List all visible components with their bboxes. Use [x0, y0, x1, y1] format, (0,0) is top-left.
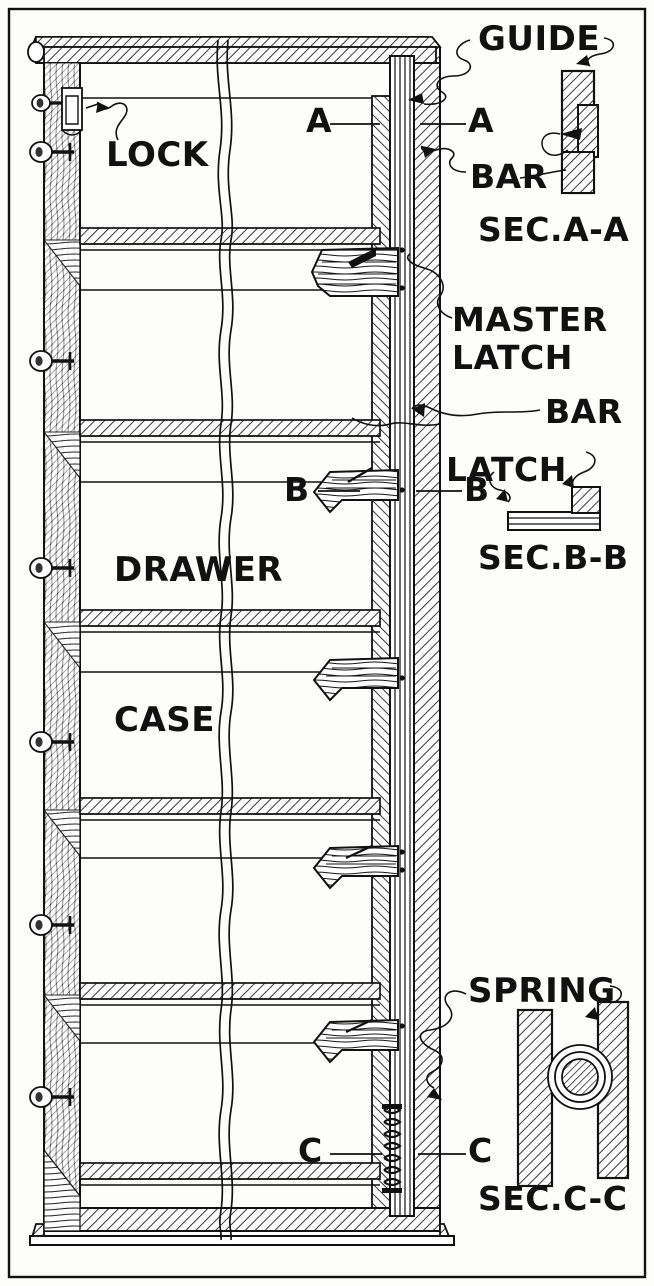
latch-5 — [312, 1018, 405, 1064]
label-lock: LOCK — [106, 135, 209, 175]
knob — [29, 557, 74, 579]
label-b-left: B — [284, 470, 310, 509]
label-sec-cc: SEC.C-C — [478, 1179, 628, 1218]
bar-spring — [382, 1104, 402, 1193]
label-sec-bb: SEC.B-B — [478, 538, 629, 577]
lock-mechanism — [61, 87, 83, 136]
label-c-right: C — [468, 1131, 493, 1170]
detail-sec-bb — [507, 486, 601, 531]
knob — [29, 914, 74, 936]
label-a-left: A — [306, 101, 333, 140]
knob — [29, 1086, 74, 1108]
label-latch-b: LATCH — [446, 450, 567, 489]
detail-sec-cc — [516, 1000, 630, 1188]
latch-4 — [312, 844, 405, 890]
label-latch-top: LATCH — [452, 338, 573, 377]
leader-lines — [85, 37, 623, 1100]
section-lines — [318, 123, 466, 1155]
label-bar-top: BAR — [470, 157, 548, 196]
label-guide: GUIDE — [478, 19, 601, 59]
corner-joint-blocks — [42, 239, 81, 1232]
break-line — [216, 39, 234, 1241]
label-master: MASTER — [452, 300, 608, 339]
knob — [29, 731, 74, 753]
knob — [29, 350, 74, 372]
label-spring: SPRING — [468, 971, 616, 1011]
knob — [29, 141, 74, 163]
spring-coil-section — [547, 1044, 613, 1110]
label-b-right: B — [464, 470, 490, 509]
detail-sec-aa — [519, 69, 599, 195]
plate-border — [7, 7, 647, 1279]
label-a-right: A — [468, 101, 495, 140]
latch-3 — [312, 656, 405, 702]
label-bar-mid: BAR — [545, 392, 623, 431]
label-sec-aa: SEC.A-A — [478, 210, 630, 249]
case-elevation — [27, 36, 455, 1246]
label-drawer: DRAWER — [114, 550, 284, 590]
case-top-rail — [27, 36, 442, 64]
label-c-left: C — [298, 1131, 323, 1170]
label-case: CASE — [114, 700, 215, 740]
master-latch — [310, 246, 405, 297]
